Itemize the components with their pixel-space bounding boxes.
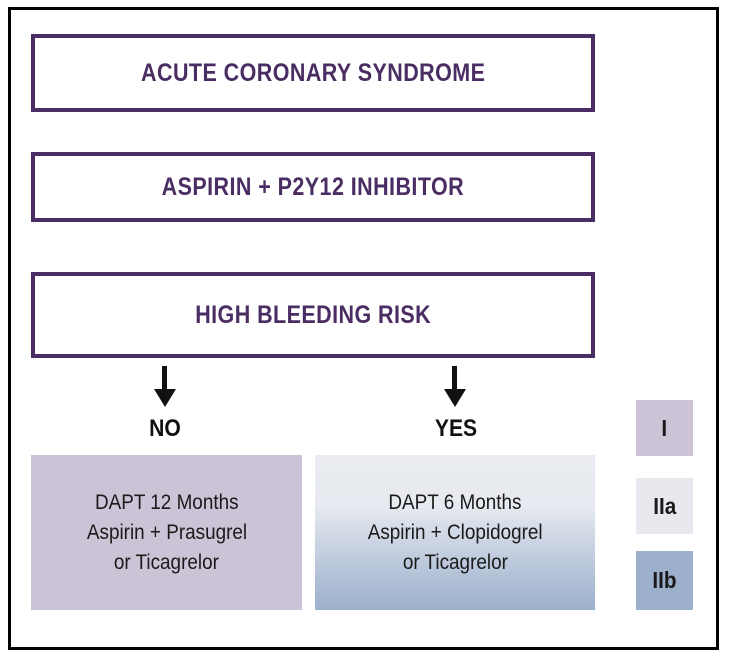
step-box-aspirin-p2y12-inhibitor: ASPIRIN + P2Y12 INHIBITOR (31, 152, 595, 222)
treatment-yes-line-1: DAPT 6 Months (388, 490, 522, 514)
branch-label-yes: YES (434, 415, 478, 442)
legend-label-class-iia: IIa (652, 492, 677, 519)
decision-box-high-bleeding-risk: HIGH BLEEDING RISK (31, 272, 595, 358)
decision-label-high-bleeding-risk: HIGH BLEEDING RISK (195, 300, 431, 329)
treatment-yes-line-2: Aspirin + Clopidogrel (367, 520, 543, 544)
arrow-down-no-icon (154, 366, 176, 407)
treatment-yes-line-3: or Ticagrelor (402, 550, 508, 574)
step-label-acute-coronary-syndrome: ACUTE CORONARY SYNDROME (140, 58, 486, 87)
treatment-no-line-2: Aspirin + Prasugrel (86, 520, 247, 544)
step-label-aspirin-p2y12-inhibitor: ASPIRIN + P2Y12 INHIBITOR (161, 172, 465, 201)
treatment-box-yes-high-bleeding-risk: DAPT 6 Months Aspirin + Clopidogrel or T… (315, 455, 595, 610)
legend-label-class-i: I (661, 414, 668, 441)
legend-swatch-class-iia: IIa (636, 478, 693, 534)
legend-swatch-class-i: I (636, 400, 693, 456)
step-box-acute-coronary-syndrome: ACUTE CORONARY SYNDROME (31, 34, 595, 112)
treatment-no-line-3: or Ticagrelor (113, 550, 220, 574)
legend-swatch-class-iib: IIb (636, 551, 693, 610)
legend-label-class-iib: IIb (652, 567, 677, 593)
treatment-box-no-high-bleeding-risk: DAPT 12 Months Aspirin + Prasugrel or Ti… (31, 455, 302, 610)
treatment-no-line-1: DAPT 12 Months (94, 490, 239, 514)
arrow-down-yes-icon (444, 366, 466, 407)
branch-label-no: NO (149, 415, 181, 442)
